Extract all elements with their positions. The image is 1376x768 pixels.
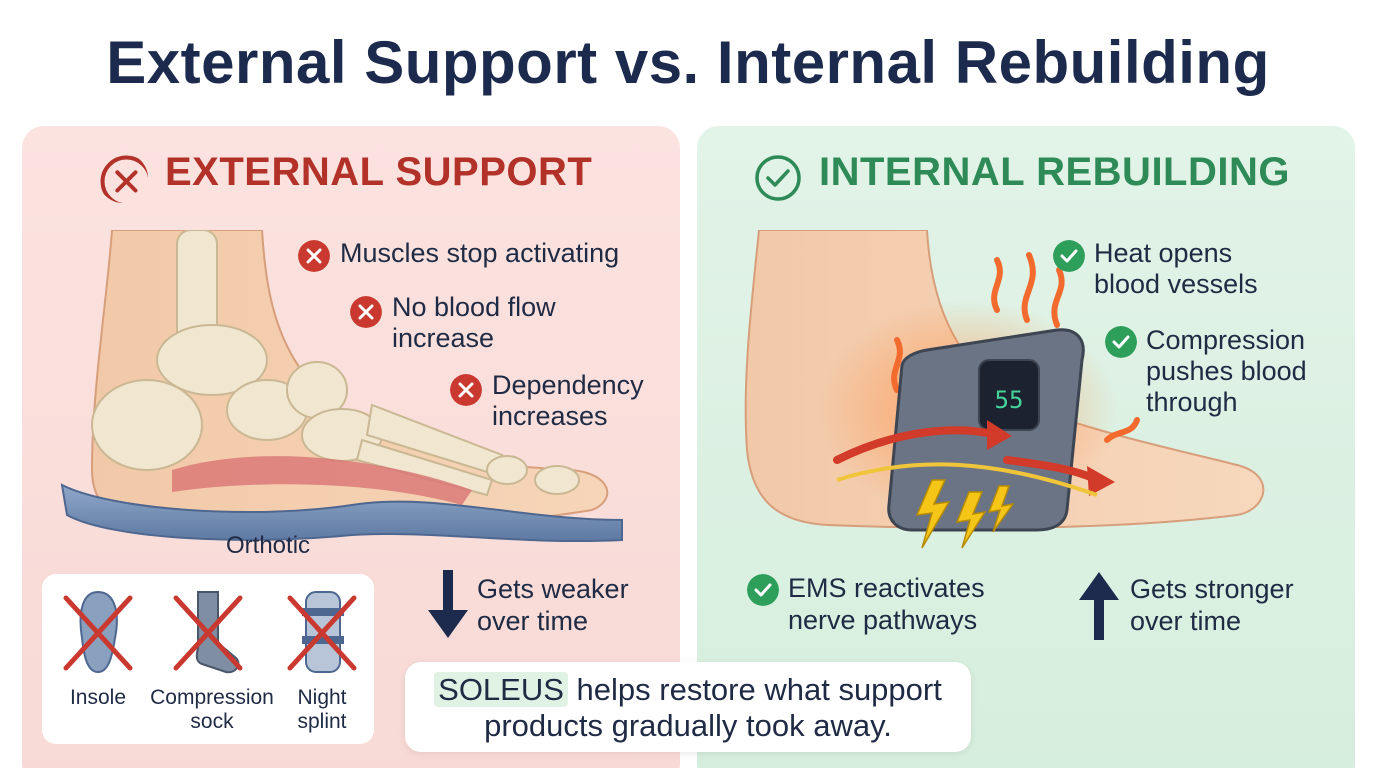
- point-heat-1: Heat opens: [1094, 238, 1233, 268]
- internal-rebuilding-panel: INTERNAL REBUILDING 55: [697, 126, 1355, 768]
- x-badge-icon: [298, 240, 330, 272]
- check-badge-icon: [1105, 326, 1137, 358]
- check-circle-icon: [755, 155, 801, 201]
- point-compression-3: through: [1146, 387, 1238, 417]
- callout-line-1: SOLEUS helps restore what support: [405, 672, 971, 708]
- callout-line-1-rest: helps restore what support: [567, 672, 942, 707]
- orthotic-caption: Orthotic: [226, 532, 311, 559]
- support-products-box: Insole Compression sock Night splint: [42, 574, 374, 744]
- insole-crossed-icon: [63, 590, 133, 674]
- point-heat-2: blood vessels: [1094, 269, 1258, 299]
- x-badge-icon: [450, 374, 482, 406]
- device-display-text: 55: [995, 386, 1024, 414]
- compression-sock-label-1: Compression: [150, 686, 274, 709]
- point-muscles-stop: Muscles stop activating: [340, 238, 620, 268]
- stronger-trend-2: over time: [1130, 606, 1242, 636]
- internal-rebuilding-heading: INTERNAL REBUILDING: [819, 150, 1290, 194]
- compression-sock-label-2: sock: [190, 710, 234, 733]
- x-badge-icon: [350, 296, 382, 328]
- foot-device-illustration: 55: [744, 230, 1265, 549]
- night-splint-label-1: Night: [297, 686, 347, 709]
- callout-line-2: products gradually took away.: [484, 708, 892, 743]
- point-ems-1: EMS reactivates: [788, 573, 985, 603]
- foot-orthotic-illustration: [60, 230, 623, 542]
- point-no-blood-flow-1: No blood flow: [392, 292, 556, 322]
- check-badge-icon: [747, 574, 779, 606]
- point-dependency-1: Dependency: [492, 370, 644, 400]
- insole-label: Insole: [69, 686, 127, 709]
- weaker-trend-1: Gets weaker: [477, 574, 629, 604]
- point-compression-1: Compression: [1146, 325, 1306, 355]
- check-badge-icon: [1053, 240, 1085, 272]
- sock-crossed-icon: [173, 591, 243, 674]
- night-splint-label-2: splint: [297, 710, 347, 733]
- external-support-heading: EXTERNAL SUPPORT: [165, 150, 593, 194]
- point-no-blood-flow-2: increase: [392, 323, 495, 353]
- brand-name: SOLEUS: [434, 672, 568, 707]
- point-ems-2: nerve pathways: [788, 605, 978, 635]
- up-arrow-icon: [1079, 572, 1119, 640]
- down-arrow-icon: [428, 570, 468, 638]
- x-circle-icon: [100, 155, 148, 203]
- point-dependency-2: increases: [492, 401, 608, 431]
- point-compression-2: pushes blood: [1146, 356, 1307, 386]
- stronger-trend-1: Gets stronger: [1130, 574, 1294, 604]
- page-title: External Support vs. Internal Rebuilding: [106, 29, 1270, 96]
- soleus-callout: SOLEUS helps restore what support produc…: [405, 662, 971, 752]
- weaker-trend-2: over time: [477, 606, 589, 636]
- splint-crossed-icon: [287, 591, 357, 673]
